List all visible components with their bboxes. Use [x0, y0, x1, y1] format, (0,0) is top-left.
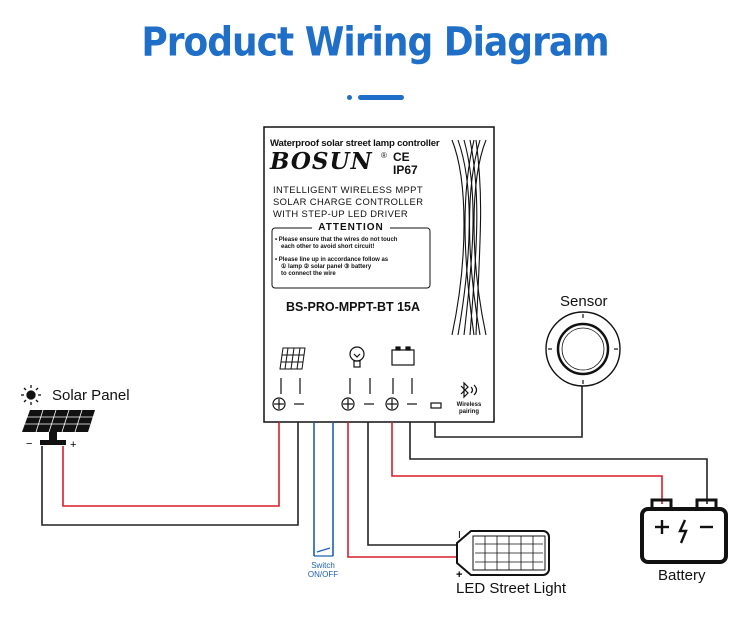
attention-line: • Please ensure that the wires do not to… — [275, 237, 398, 243]
solar-panel-label: Solar Panel — [52, 387, 130, 404]
switch-label: Switch ON/OFF — [307, 561, 339, 579]
page-title: Product Wiring Diagram — [141, 19, 609, 66]
sun-icon — [21, 385, 41, 405]
led-street-light-label: LED Street Light — [456, 580, 567, 597]
terminal-marks — [272, 378, 442, 411]
wireless-pairing-label: Wireless pairing — [456, 402, 482, 415]
ip-rating: IP67 — [393, 163, 418, 177]
battery-negative-wire — [409, 422, 708, 504]
heatsink-fins — [451, 139, 487, 336]
registered-mark: ® — [381, 151, 387, 160]
bluetooth-icon — [460, 381, 478, 399]
attention-line: • Please line up in accordance follow as — [275, 257, 389, 263]
battery-positive-wire — [391, 422, 663, 504]
controller-heading: Waterproof solar street lamp controller — [270, 138, 440, 149]
switch-icon — [314, 547, 333, 557]
attention-line: to connect the wire — [281, 271, 336, 277]
led-minus-mark: I — [458, 530, 461, 541]
brand-logo: BOSUN — [270, 148, 373, 175]
solar-negative-wire — [41, 422, 299, 526]
attention-title: ATTENTION — [312, 222, 390, 233]
wires — [41, 386, 708, 558]
controller-description-line: WITH STEP-UP LED DRIVER — [273, 208, 409, 219]
solar-panel-icon — [279, 347, 306, 370]
controller-description-line: INTELLIGENT WIRELESS MPPT — [273, 184, 423, 195]
sensor-wire — [434, 386, 583, 438]
sensor-device — [545, 311, 621, 387]
led-street-light-device — [456, 530, 550, 576]
ce-mark: CE — [393, 150, 410, 164]
solar-positive-wire — [62, 422, 280, 507]
led-plus-mark: + — [456, 569, 462, 581]
battery-icon — [391, 346, 415, 366]
controller-box — [263, 126, 495, 423]
battery-label: Battery — [658, 567, 706, 584]
model-number: BS-PRO-MPPT-BT 15A — [285, 300, 421, 314]
solar-panel-device — [22, 409, 95, 445]
solar-plus-mark: + — [70, 439, 76, 451]
solar-minus-mark: − — [26, 438, 32, 450]
controller-description-line: SOLAR CHARGE CONTROLLER — [273, 196, 424, 207]
led-positive-wire — [347, 422, 457, 558]
bulb-icon — [349, 346, 365, 368]
battery-device — [640, 498, 728, 564]
attention-line: ① lamp ② solar panel ③ battery — [281, 264, 372, 270]
sensor-label: Sensor — [560, 293, 608, 310]
led-negative-wire — [367, 422, 457, 546]
attention-line: each other to avoid short circuit! — [281, 244, 375, 250]
